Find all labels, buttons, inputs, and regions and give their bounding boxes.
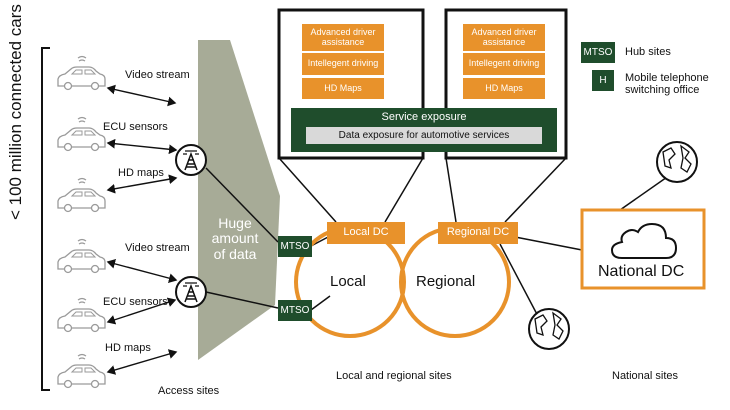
stream-arrow xyxy=(106,297,177,325)
stream-arrow xyxy=(106,259,178,283)
regional-dc-box: Regional DC xyxy=(438,222,518,244)
legend-h-desc: Mobile telephone switching office xyxy=(625,72,709,97)
huge-data-line: Huge xyxy=(218,215,252,231)
panel-link xyxy=(504,157,567,223)
stream-label: HD maps xyxy=(118,167,164,179)
globe-icon xyxy=(656,141,698,183)
panel-link xyxy=(384,157,424,223)
footer-national-sites: National sites xyxy=(612,370,679,382)
cell-tower-icon xyxy=(175,144,207,176)
cars-axis-label: < 100 million connected cars xyxy=(6,4,25,220)
service-app-box: Advanced driver assistance xyxy=(302,24,384,51)
huge-data-line: of data xyxy=(213,245,257,262)
national-dc-label: National DC xyxy=(598,263,685,280)
stream-label: HD maps xyxy=(105,342,151,354)
stream-arrow xyxy=(106,349,178,375)
cars-bracket xyxy=(41,47,50,391)
car-icon xyxy=(57,353,106,389)
service-app-box: Intellegent driving xyxy=(302,53,384,75)
car-icon xyxy=(57,55,106,91)
globe-link xyxy=(499,243,541,321)
national-link xyxy=(509,235,583,251)
service-app-box: Intellegent driving xyxy=(463,53,545,75)
car-icon xyxy=(57,297,106,333)
globe-icon xyxy=(528,308,570,350)
stream-label: ECU sensors xyxy=(103,121,168,133)
globe-link xyxy=(619,174,671,211)
cloud-icon xyxy=(610,222,678,259)
car-icon xyxy=(57,116,106,152)
stream-label: ECU sensors xyxy=(103,296,168,308)
stream-arrow xyxy=(106,174,178,194)
local-dc-box: Local DC xyxy=(327,222,405,244)
huge-data-label: Huge amount of data xyxy=(200,215,270,262)
backhaul-line xyxy=(205,291,279,309)
footer-local-regional-sites: Local and regional sites xyxy=(336,370,452,382)
panel-link xyxy=(445,157,457,223)
service-app-box: Advanced driver assistance xyxy=(463,24,545,51)
cell-tower-icon xyxy=(175,276,207,308)
backhaul-line xyxy=(205,167,279,243)
service-exposure-bar: Service exposure Data exposure for autom… xyxy=(291,108,557,152)
huge-data-line: amount xyxy=(211,230,259,247)
panel-link xyxy=(278,157,337,223)
stream-arrow xyxy=(106,138,178,155)
mtso-badge: MTSO xyxy=(278,236,312,257)
legend-mtso-badge: MTSO xyxy=(581,42,615,63)
service-exposure-title: Service exposure xyxy=(381,111,467,123)
service-app-box: HD Maps xyxy=(463,78,545,99)
mtso-link xyxy=(310,235,331,247)
legend-h-badge: H xyxy=(592,70,614,91)
local-label: Local xyxy=(330,273,366,290)
stream-arrow xyxy=(106,84,177,107)
data-exposure-box: Data exposure for automotive services xyxy=(306,127,542,144)
mtso-link xyxy=(310,295,331,311)
regional-label: Regional xyxy=(416,273,476,290)
car-icon xyxy=(57,177,106,213)
stream-label: Video stream xyxy=(125,69,190,81)
service-app-box: HD Maps xyxy=(302,78,384,99)
data-funnel xyxy=(198,40,280,360)
stream-label: Video stream xyxy=(125,242,190,254)
mtso-badge: MTSO xyxy=(278,300,312,321)
footer-access-sites: Access sites xyxy=(158,385,220,397)
legend-mtso-desc: Hub sites xyxy=(625,46,671,58)
car-icon xyxy=(57,238,106,274)
